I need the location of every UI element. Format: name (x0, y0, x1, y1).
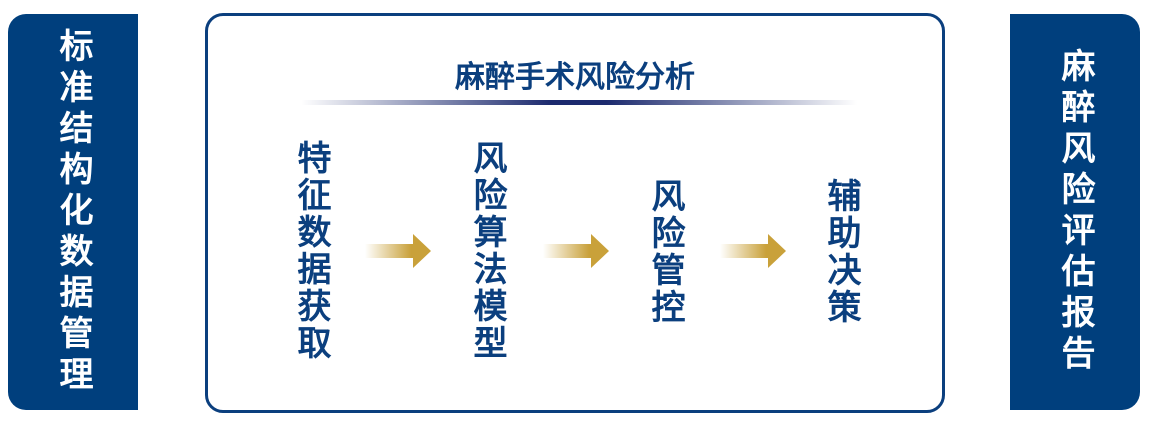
right-panel-risk-report: 麻醉风险评估报告 (1010, 14, 1140, 410)
step-risk-control: 风险管控 (645, 178, 685, 326)
step-risk-model: 风险算法模型 (467, 140, 507, 362)
arrow-right-icon (543, 234, 609, 268)
arrow-right-icon (720, 234, 786, 268)
step-feature-acquisition: 特征数据获取 (291, 140, 331, 362)
right-panel-label: 麻醉风险评估报告 (1055, 48, 1095, 376)
anesthesia-risk-analysis-box: 麻醉手术风险分析 特征数据获取 风险算法模型 风险管控 辅助决策 (205, 13, 945, 413)
step-decision-support: 辅助决策 (821, 178, 861, 326)
arrow-right-icon (365, 234, 431, 268)
left-panel-label: 标准结构化数据管理 (53, 27, 93, 397)
left-panel-standard-data-management: 标准结构化数据管理 (8, 14, 138, 410)
title-divider (301, 100, 857, 105)
box-title: 麻醉手术风险分析 (455, 60, 695, 95)
